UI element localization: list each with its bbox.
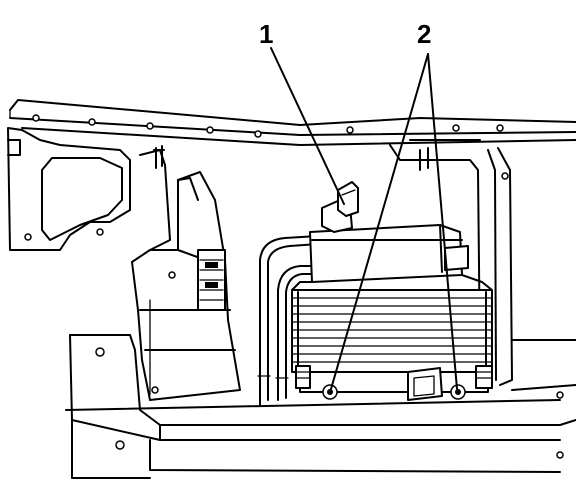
- leader-line-2a: [330, 53, 429, 390]
- cooler-lines: [257, 235, 319, 406]
- transmission-oil-cooler: [291, 181, 493, 401]
- callout-leaders: [270, 47, 458, 390]
- callout-2-label: 2: [417, 19, 431, 49]
- lower-crossmember: [65, 334, 576, 479]
- left-support-bracket: [7, 127, 171, 251]
- left-air-duct: [131, 171, 241, 401]
- leader-line-2b: [427, 53, 458, 390]
- upper-tie-bar: [9, 99, 576, 146]
- callout-1-label: 1: [259, 19, 273, 49]
- leader-line-1: [270, 47, 345, 205]
- right-support: [389, 139, 576, 399]
- cooler-mounting-bolt-left: [322, 384, 338, 400]
- tie-bar-holes: [32, 114, 504, 138]
- cooler-mounting-bolt-right: [450, 384, 466, 400]
